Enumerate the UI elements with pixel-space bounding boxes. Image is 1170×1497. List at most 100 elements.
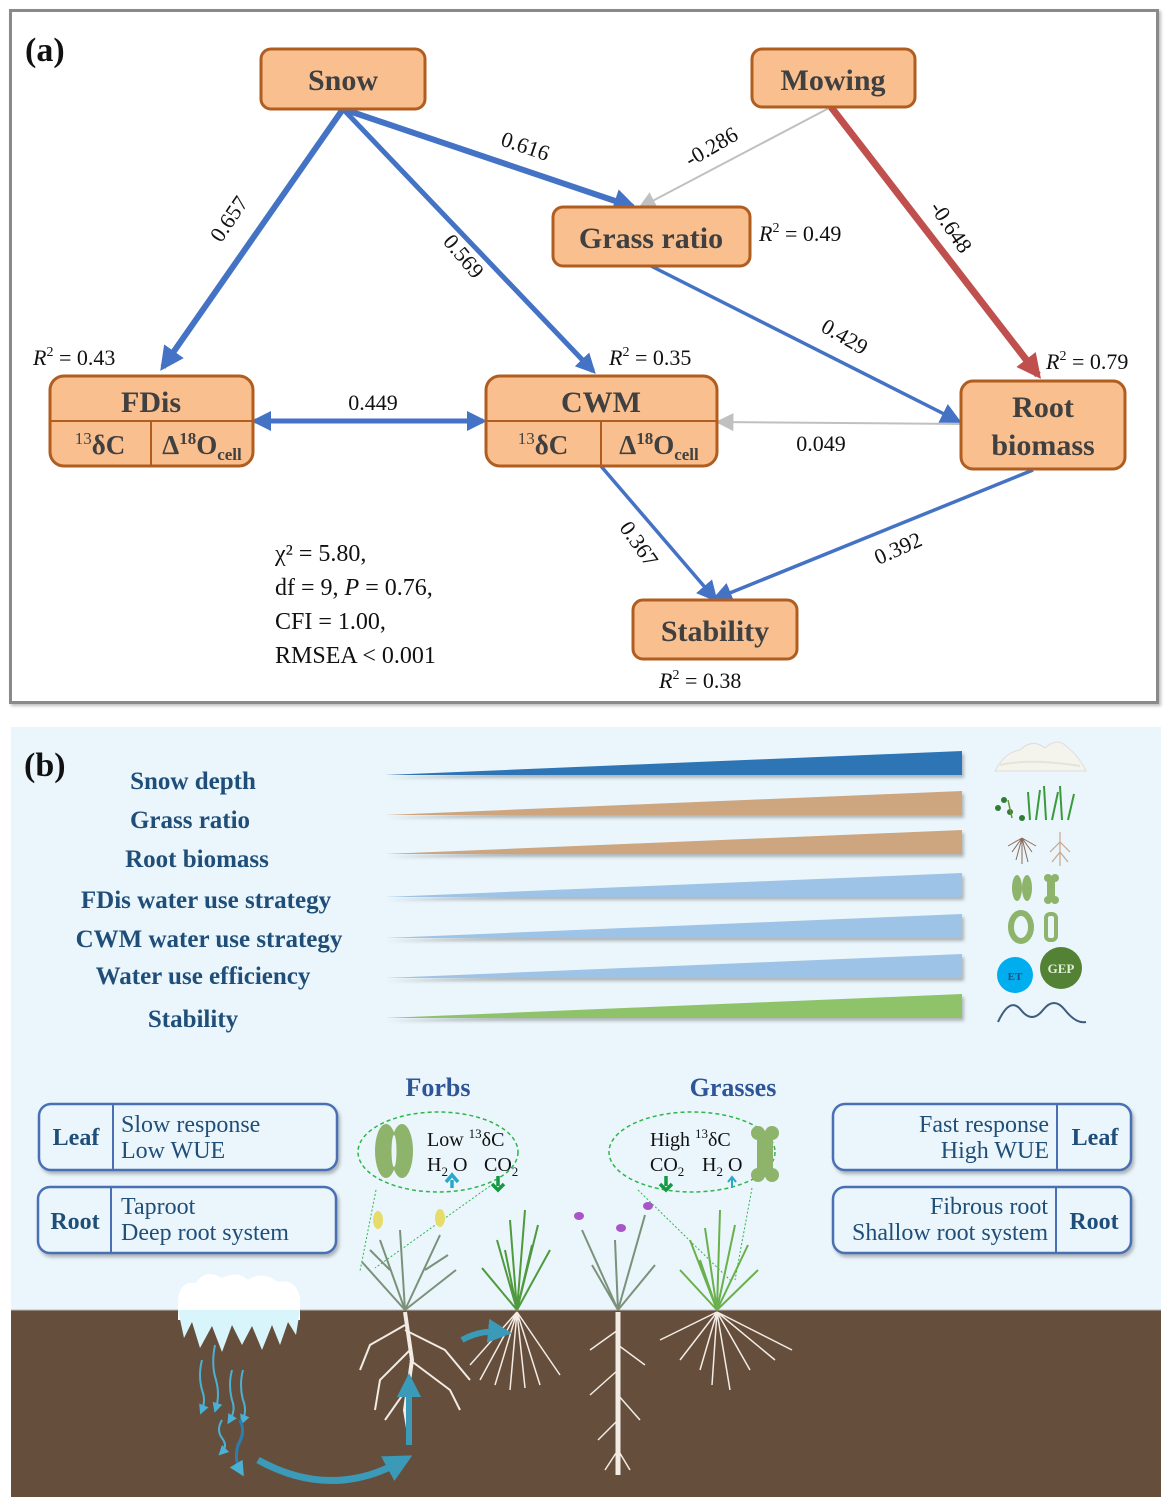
water-flow-curve-arrow xyxy=(256,1455,413,1484)
stomata-closed-icon xyxy=(751,1126,779,1182)
snow-pack-icon xyxy=(178,1274,300,1352)
co2-down-arrow-icon xyxy=(658,1176,674,1193)
coef-fdis-cwm: 0.449 xyxy=(348,390,398,415)
trend-wedge-root-biomass xyxy=(385,830,962,854)
snow-mountain-icon xyxy=(994,741,1087,772)
r2-root-biomass: R2 = 0.79 xyxy=(1045,349,1128,374)
conceptual-diagram: (b) Snow depth Grass ratio Root biomass … xyxy=(11,741,1161,1497)
node-mowing-label: Mowing xyxy=(781,64,886,97)
grasses-c13-text: High 13δC xyxy=(650,1126,731,1151)
node-fdis-label: FDis xyxy=(121,386,181,419)
trend-label-root-biomass: Root biomass xyxy=(125,846,269,873)
coef-snow-grass-ratio: 0.616 xyxy=(498,126,553,166)
sem-diagram: (a) 0.657 0.569 0.616 -0.286 -0.648 0.42… xyxy=(25,32,1128,693)
panel-a-label: (a) xyxy=(25,32,65,69)
fit-rmsea: RMSEA < 0.001 xyxy=(275,643,436,669)
node-cwm-label: CWM xyxy=(561,386,641,419)
trend-label-grass-ratio: Grass ratio xyxy=(130,807,250,834)
coef-root-biomass-cwm: 0.049 xyxy=(796,431,846,456)
trend-wedge-cwm-water-use-strategy xyxy=(385,914,962,938)
forb-plant-yellow xyxy=(361,1209,457,1311)
coef-snow-fdis: 0.657 xyxy=(205,191,253,246)
node-root-biomass-label-2: biomass xyxy=(991,429,1094,462)
r2-stability: R2 = 0.38 xyxy=(658,668,741,693)
node-grass-ratio: Grass ratio xyxy=(551,205,752,268)
h2o-up-arrow-icon xyxy=(727,1175,737,1188)
forbs-stomata-callout: Low 13δC H2 O CO2 xyxy=(357,1111,519,1272)
forbs-h2o-text: H2 O xyxy=(427,1154,467,1179)
stomata-open-icon xyxy=(375,1124,413,1178)
node-snow-label: Snow xyxy=(308,64,378,97)
grasses-root-head: Root xyxy=(1069,1209,1118,1235)
path-mowing-root-biomass xyxy=(828,104,1041,379)
path-snow-cwm xyxy=(341,107,596,374)
sem-panel-a: (a) 0.657 0.569 0.616 -0.286 -0.648 0.42… xyxy=(9,9,1159,704)
trend-wedge-stability xyxy=(385,994,962,1018)
grasses-root-line1: Fibrous root xyxy=(930,1194,1048,1220)
path-cwm-stability xyxy=(598,463,718,603)
path-snow-grass-ratio xyxy=(342,106,638,213)
trend-wedge-water-use-efficiency xyxy=(385,954,962,978)
panel-b-label: (b) xyxy=(24,747,66,784)
trend-label-wue: Water use efficiency xyxy=(96,963,311,990)
trend-wedge-snow-depth xyxy=(385,751,962,775)
trend-label-cwm-strategy: CWM water use strategy xyxy=(76,926,343,953)
r2-grass-ratio: R2 = 0.49 xyxy=(758,221,841,246)
grasses-co2-text: CO2 xyxy=(650,1154,684,1179)
water-lateral-arrow xyxy=(460,1318,512,1343)
node-cwm: CWM 13δC Δ18Ocell xyxy=(484,374,719,468)
node-root-biomass: Root biomass xyxy=(959,379,1127,471)
forbs-root-head: Root xyxy=(50,1209,99,1235)
gep-label: GEP xyxy=(1048,961,1075,976)
co2-down-arrow-icon xyxy=(490,1176,506,1193)
trend-wedge-grass-ratio xyxy=(385,791,962,815)
coef-cwm-stability: 0.367 xyxy=(615,516,664,571)
grasses-root-box: Root Fibrous root Shallow root system xyxy=(831,1185,1133,1255)
conceptual-panel-b: (b) Snow depth Grass ratio Root biomass … xyxy=(11,727,1161,1497)
grasses-leaf-box: Leaf Fast response High WUE xyxy=(831,1102,1133,1172)
cwm-c13-label: 13δC xyxy=(518,429,569,460)
h2o-up-arrow-icon xyxy=(444,1172,460,1188)
trend-wedge-fdis-water-use-strategy xyxy=(385,873,962,897)
cwm-o18-label: Δ18Ocell xyxy=(619,429,699,464)
et-label: ET xyxy=(1008,971,1023,983)
et-gep-icon: ET GEP xyxy=(997,947,1082,993)
r2-fdis: R2 = 0.43 xyxy=(32,345,115,370)
grasses-stomata-callout: High 13δC CO2 H2 O xyxy=(608,1111,779,1281)
forb-plant-purple xyxy=(574,1202,656,1311)
fit-df-p: df = 9, P = 0.76, xyxy=(275,575,433,601)
node-snow: Snow xyxy=(259,47,427,111)
forbs-leaf-box: Leaf Slow response Low WUE xyxy=(37,1102,339,1172)
forbs-root-line2: Deep root system xyxy=(121,1220,289,1246)
grasses-leaf-line1: Fast response xyxy=(919,1112,1049,1138)
trend-wedges xyxy=(385,751,962,1018)
trend-label-stability: Stability xyxy=(148,1006,239,1033)
node-stability-label: Stability xyxy=(661,615,769,648)
grass-plant-bunch xyxy=(679,1209,759,1311)
grass-plant-tall xyxy=(481,1209,551,1311)
path-mowing-grass-ratio xyxy=(637,106,832,209)
forbs-title: Forbs xyxy=(406,1073,471,1102)
stomata-open-icon xyxy=(1012,874,1059,904)
trend-label-fdis-strategy: FDis water use strategy xyxy=(81,887,332,914)
fdis-o18-label: Δ18Ocell xyxy=(162,429,242,464)
forbs-root-box: Root Taproot Deep root system xyxy=(36,1185,338,1255)
forbs-leaf-line1: Slow response xyxy=(121,1112,260,1138)
node-mowing: Mowing xyxy=(750,47,917,109)
forbs-root-line1: Taproot xyxy=(121,1194,196,1220)
trend-label-snow-depth: Snow depth xyxy=(130,768,256,795)
forbs-leaf-line2: Low WUE xyxy=(121,1138,225,1164)
path-snow-fdis xyxy=(160,107,346,371)
path-grass-ratio-root-biomass xyxy=(650,264,962,423)
node-fdis: FDis 13δC Δ18Ocell xyxy=(48,374,255,468)
grasses-leaf-head: Leaf xyxy=(1072,1125,1120,1151)
node-root-biomass-label-1: Root xyxy=(1012,391,1074,424)
path-root-biomass-cwm xyxy=(715,413,962,432)
fdis-c13-label: 13δC xyxy=(75,429,126,460)
grass-fibrous-root-left xyxy=(469,1311,561,1391)
stomata-closed-icon xyxy=(1008,910,1058,944)
fit-chi2: χ² = 5.80, xyxy=(274,541,366,567)
grasses-h2o-text: H2 O xyxy=(702,1154,742,1179)
coef-mowing-grass-ratio: -0.286 xyxy=(680,121,742,171)
soil xyxy=(11,1310,1161,1497)
